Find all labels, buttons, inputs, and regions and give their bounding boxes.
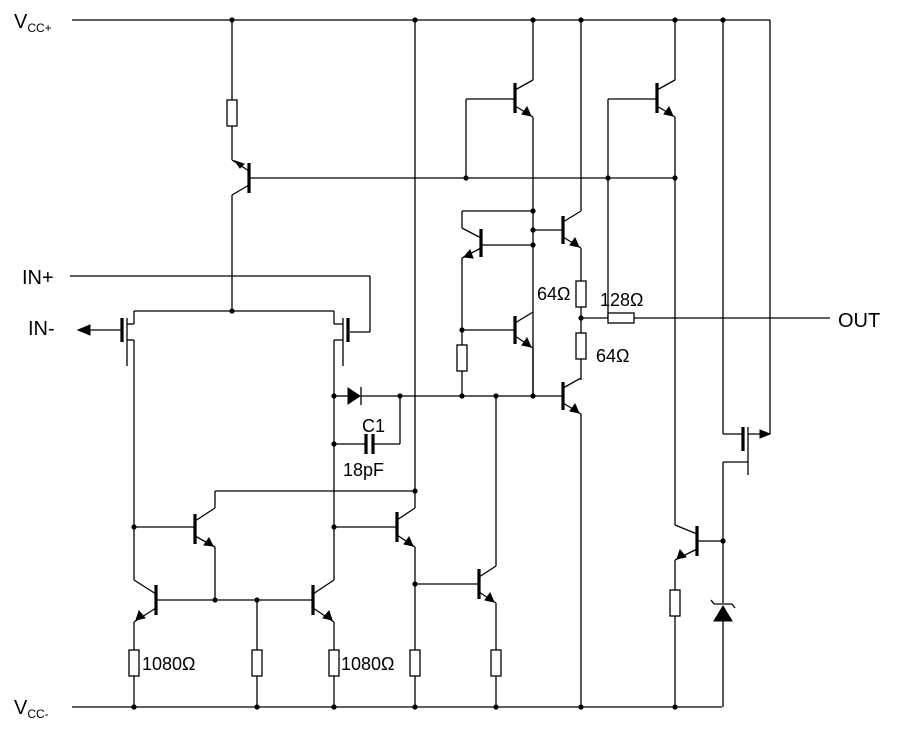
in-minus-arrow (76, 324, 91, 336)
bias-branch (226, 20, 675, 311)
r-1080-right-label: 1080Ω (341, 654, 395, 674)
in-minus-label: IN- (28, 318, 55, 340)
in-plus-label: IN+ (22, 267, 54, 289)
r-64-top-label: 64Ω (537, 284, 570, 304)
output-stage (456, 20, 830, 707)
c1-label: C1 (362, 416, 385, 436)
bias-transistor-arrow (233, 160, 245, 169)
junction-dots (131, 17, 726, 710)
r-1080-left-label: 1080Ω (142, 654, 196, 674)
zener-diode-symbol (713, 605, 733, 622)
vcc-minus-label: VCC- (14, 697, 49, 721)
reference-section (669, 20, 772, 707)
out-label: OUT (838, 310, 880, 332)
r-128-resistor (607, 312, 635, 324)
vcc-plus-label: VCC+ (14, 11, 52, 35)
r-128-label: 128Ω (600, 290, 644, 310)
input-stage (70, 275, 371, 527)
c1-value-label: 18pF (343, 460, 384, 480)
diode-symbol (347, 387, 361, 405)
second-stage (334, 20, 502, 707)
bias-resistor (226, 99, 238, 127)
current-mirror (128, 490, 415, 707)
r-64-bottom-label: 64Ω (596, 346, 629, 366)
